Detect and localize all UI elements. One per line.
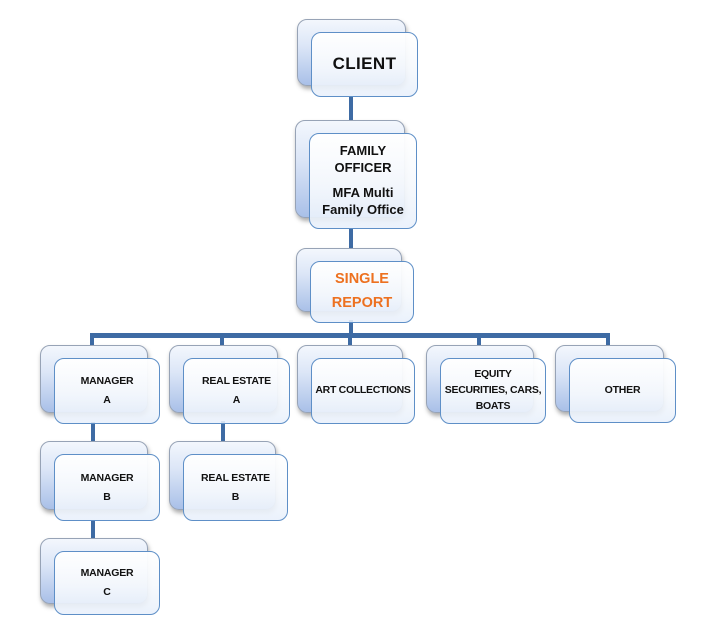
node-manager-c[interactable]: MANAGER C: [40, 538, 160, 615]
connector-real-estate-a-b: [221, 421, 225, 444]
node-real-estate-a-label: REAL ESTATE A: [202, 375, 271, 406]
node-other-card: OTHER: [569, 358, 676, 423]
connector-family-officer-single-report: [349, 228, 353, 252]
connector-client-family-officer: [349, 96, 353, 124]
node-equity-securities-card: EQUITY SECURITIES, CARS, BOATS: [440, 358, 546, 424]
node-manager-b-label: MANAGER B: [80, 471, 134, 503]
node-client-card: CLIENT: [311, 32, 418, 97]
node-equity-securities-label: EQUITY SECURITIES, CARS, BOATS: [444, 368, 542, 412]
node-family-officer-card: FAMILY OFFICER MFA Multi Family Office: [309, 133, 417, 229]
connector-bus-manager-a: [90, 336, 94, 348]
node-single-report-card: SINGLE REPORT: [310, 261, 414, 323]
node-real-estate-b-card: REAL ESTATE B: [183, 454, 288, 521]
node-client-label: CLIENT: [332, 54, 397, 74]
node-art-collections-label: ART COLLECTIONS: [315, 384, 411, 397]
node-real-estate-b[interactable]: REAL ESTATE B: [169, 441, 288, 521]
node-real-estate-a[interactable]: REAL ESTATE A: [169, 345, 290, 424]
node-manager-a-card: MANAGER A: [54, 358, 160, 424]
node-family-officer-subtitle: MFA Multi Family Office: [322, 185, 404, 217]
node-other-label: OTHER: [604, 384, 641, 397]
connector-manager-a-b: [91, 422, 95, 444]
connector-bus-equity-securities: [477, 336, 481, 348]
connector-single-report-bus: [349, 320, 353, 335]
node-other[interactable]: OTHER: [555, 345, 676, 423]
node-manager-c-label: MANAGER C: [80, 567, 134, 598]
node-real-estate-b-label: REAL ESTATE B: [201, 471, 270, 503]
node-art-collections-card: ART COLLECTIONS: [311, 358, 415, 424]
node-equity-securities[interactable]: EQUITY SECURITIES, CARS, BOATS: [426, 345, 546, 424]
connector-bus-other: [606, 336, 610, 348]
node-manager-c-card: MANAGER C: [54, 551, 160, 615]
connector-horizontal-bus: [90, 333, 610, 338]
node-single-report[interactable]: SINGLE REPORT: [296, 248, 414, 323]
connector-manager-b-c: [91, 521, 95, 541]
connector-bus-real-estate-a: [220, 336, 224, 348]
node-manager-b-card: MANAGER B: [54, 454, 160, 521]
node-art-collections[interactable]: ART COLLECTIONS: [297, 345, 415, 424]
node-manager-b[interactable]: MANAGER B: [40, 441, 160, 521]
node-client[interactable]: CLIENT: [297, 19, 418, 97]
node-manager-a-label: MANAGER A: [80, 375, 134, 406]
node-manager-a[interactable]: MANAGER A: [40, 345, 160, 424]
node-single-report-label: SINGLE REPORT: [331, 271, 393, 311]
connector-bus-art-collections: [348, 336, 352, 348]
node-real-estate-a-card: REAL ESTATE A: [183, 358, 290, 424]
node-family-officer-label: FAMILY OFFICER MFA Multi Family Office: [322, 126, 404, 235]
node-family-officer[interactable]: FAMILY OFFICER MFA Multi Family Office: [295, 120, 417, 229]
node-family-officer-title: FAMILY OFFICER: [334, 143, 392, 176]
